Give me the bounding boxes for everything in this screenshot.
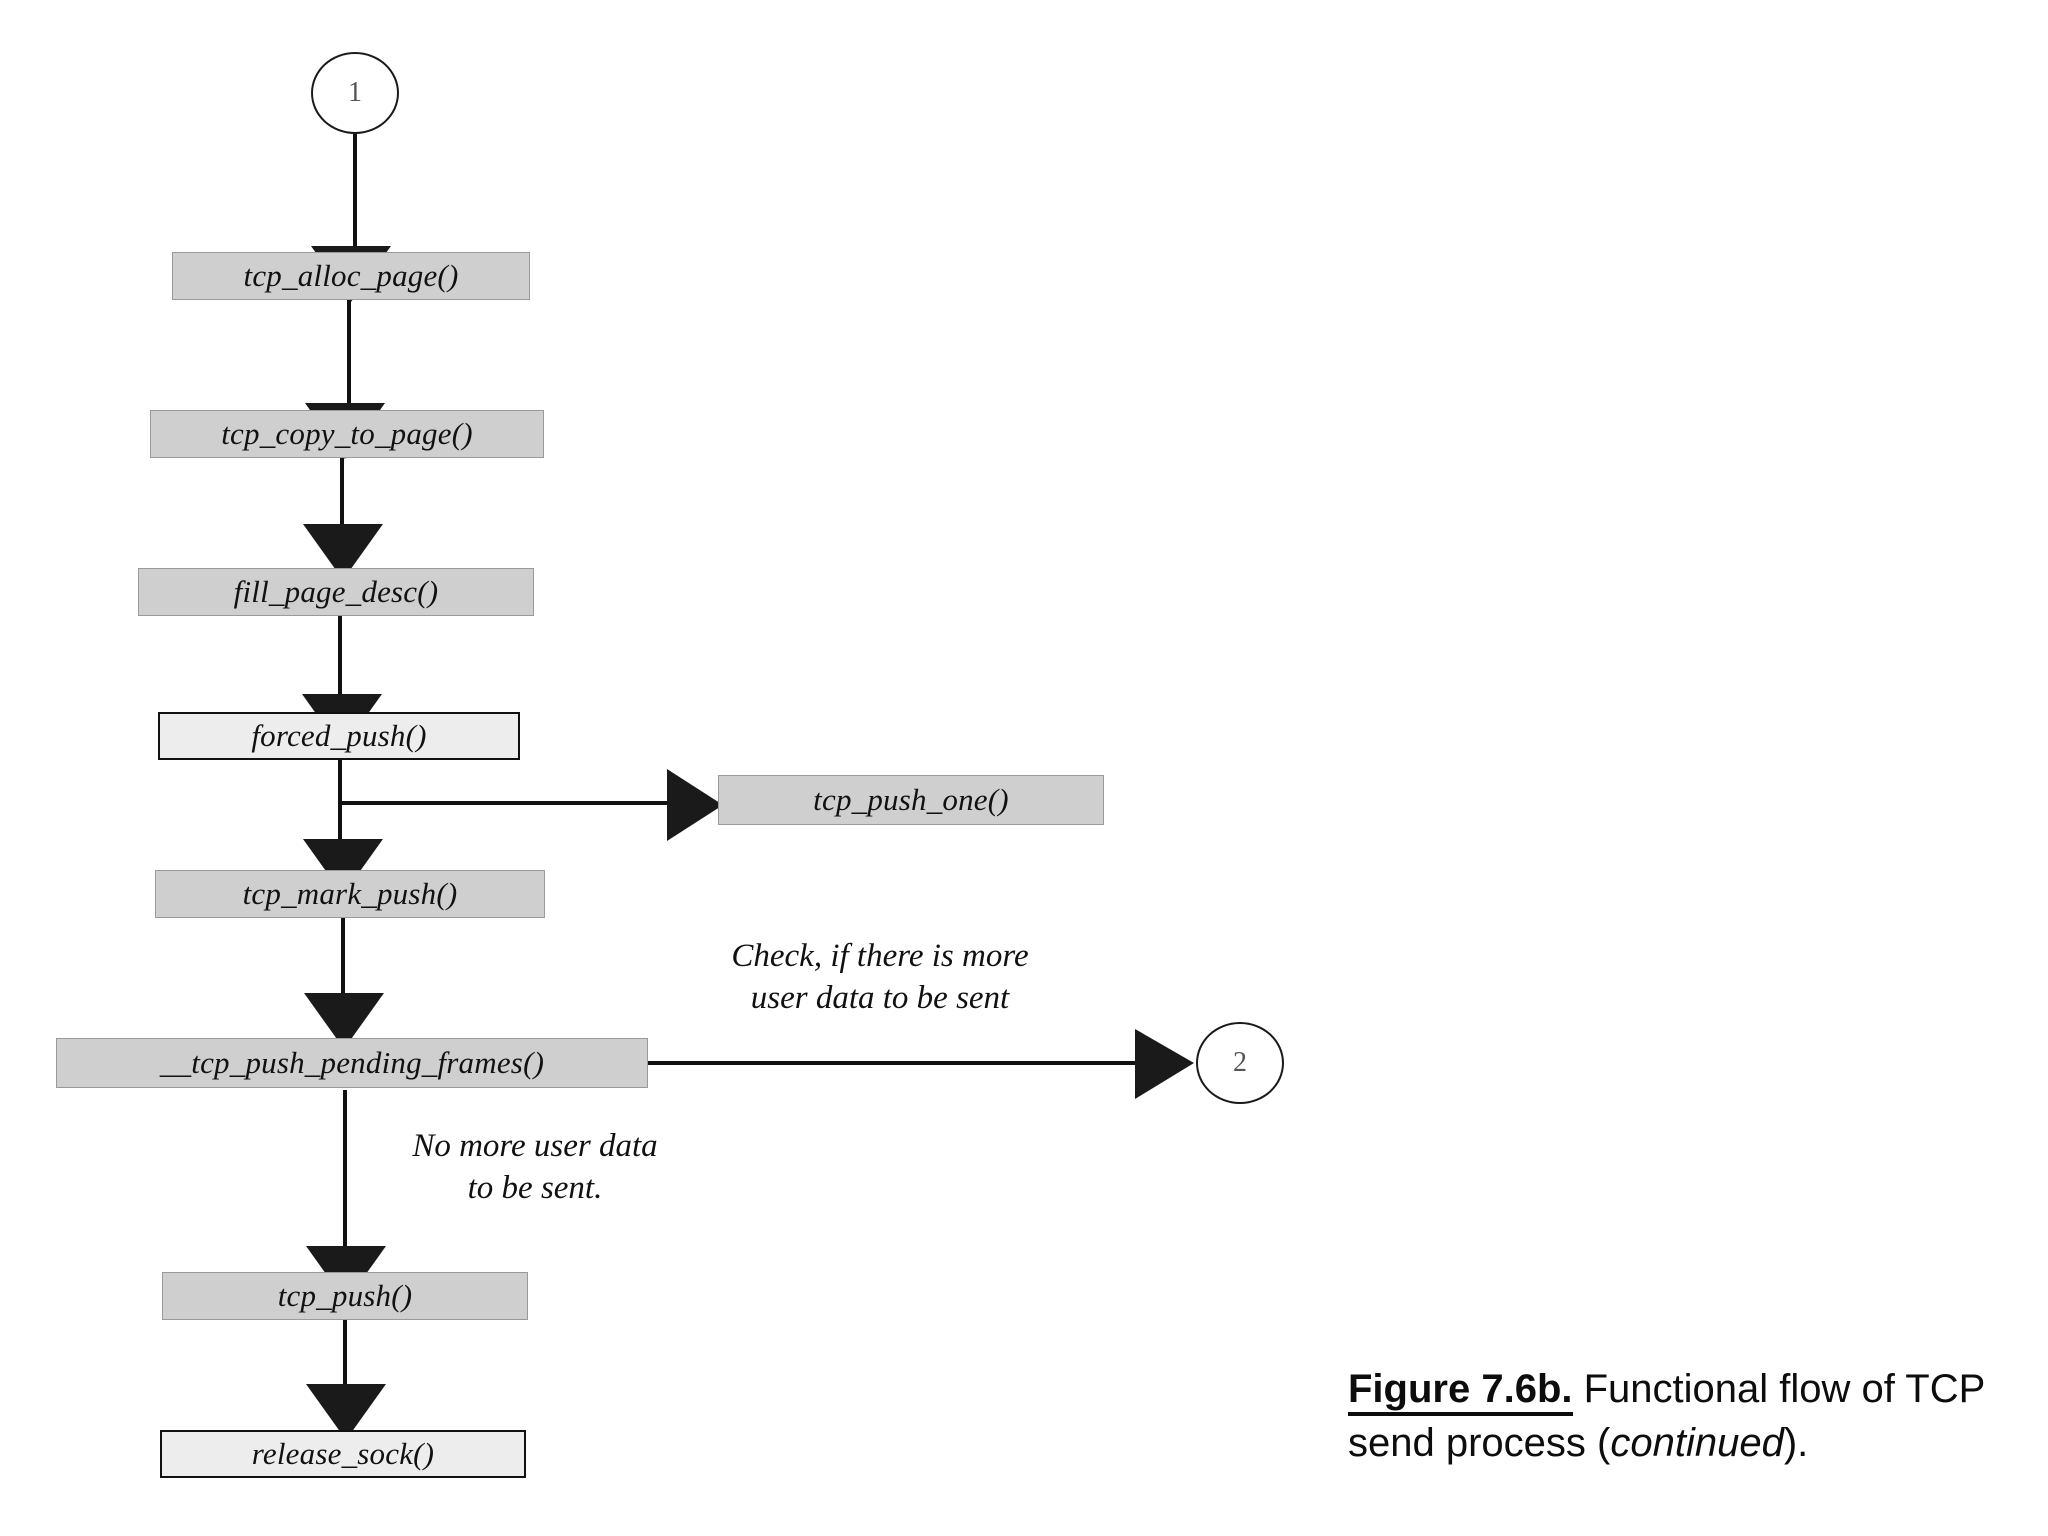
figure-caption-emphasis: continued [1610,1421,1784,1465]
figure-caption-label: Figure 7.6b. [1348,1367,1573,1416]
connector-circle-1: 1 [311,52,399,134]
annotation-line-1: Check, if there is more [731,938,1029,974]
node-label: release_sock() [251,1436,435,1471]
annotation-no-more-data: No more user data to be sent. [350,1125,720,1209]
arrowhead-right-pushone [667,769,723,841]
node-label: fill_page_desc() [233,574,439,609]
figure-caption-text-before: Functional flow of TCP send process ( [1348,1367,1985,1465]
node-forced-push[interactable]: forced_push() [158,712,520,760]
node-tcp-push-pending-frames[interactable]: __tcp_push_pending_frames() [56,1038,648,1088]
node-label: __tcp_push_pending_frames() [159,1045,545,1080]
annotation-check-more-data: Check, if there is more user data to be … [660,935,1100,1019]
arrowhead-right-conn2 [1135,1029,1194,1099]
arrowhead-down-pending [304,993,384,1049]
figure-caption-text-after: ). [1783,1421,1809,1465]
node-label: forced_push() [251,718,427,753]
node-fill-page-desc[interactable]: fill_page_desc() [138,568,534,616]
node-label: tcp_mark_push() [242,876,458,911]
node-label: tcp_copy_to_page() [221,416,473,451]
arrowhead-down-mark [303,839,383,895]
node-label: tcp_alloc_page() [243,258,459,293]
node-tcp-alloc-page[interactable]: tcp_alloc_page() [172,252,530,300]
connector-circle-2: 2 [1196,1022,1284,1104]
node-label: tcp_push_one() [813,782,1009,817]
connector-1-label: 1 [348,77,362,108]
node-release-sock[interactable]: release_sock() [160,1430,526,1478]
node-tcp-mark-push[interactable]: tcp_mark_push() [155,870,545,918]
annotation-line-1: No more user data [412,1128,658,1164]
figure-caption: Figure 7.6b. Functional flow of TCP send… [1348,1362,2048,1470]
arrowhead-down-fill [303,524,383,580]
annotation-line-2: to be sent. [467,1170,603,1207]
annotation-line-2: user data to be sent [750,980,1010,1017]
connector-2-label: 2 [1233,1047,1247,1078]
node-tcp-push[interactable]: tcp_push() [162,1272,528,1320]
arrowhead-down-release [306,1384,386,1440]
node-tcp-push-one[interactable]: tcp_push_one() [718,775,1104,825]
node-label: tcp_push() [277,1278,413,1313]
node-tcp-copy-to-page[interactable]: tcp_copy_to_page() [150,410,544,458]
